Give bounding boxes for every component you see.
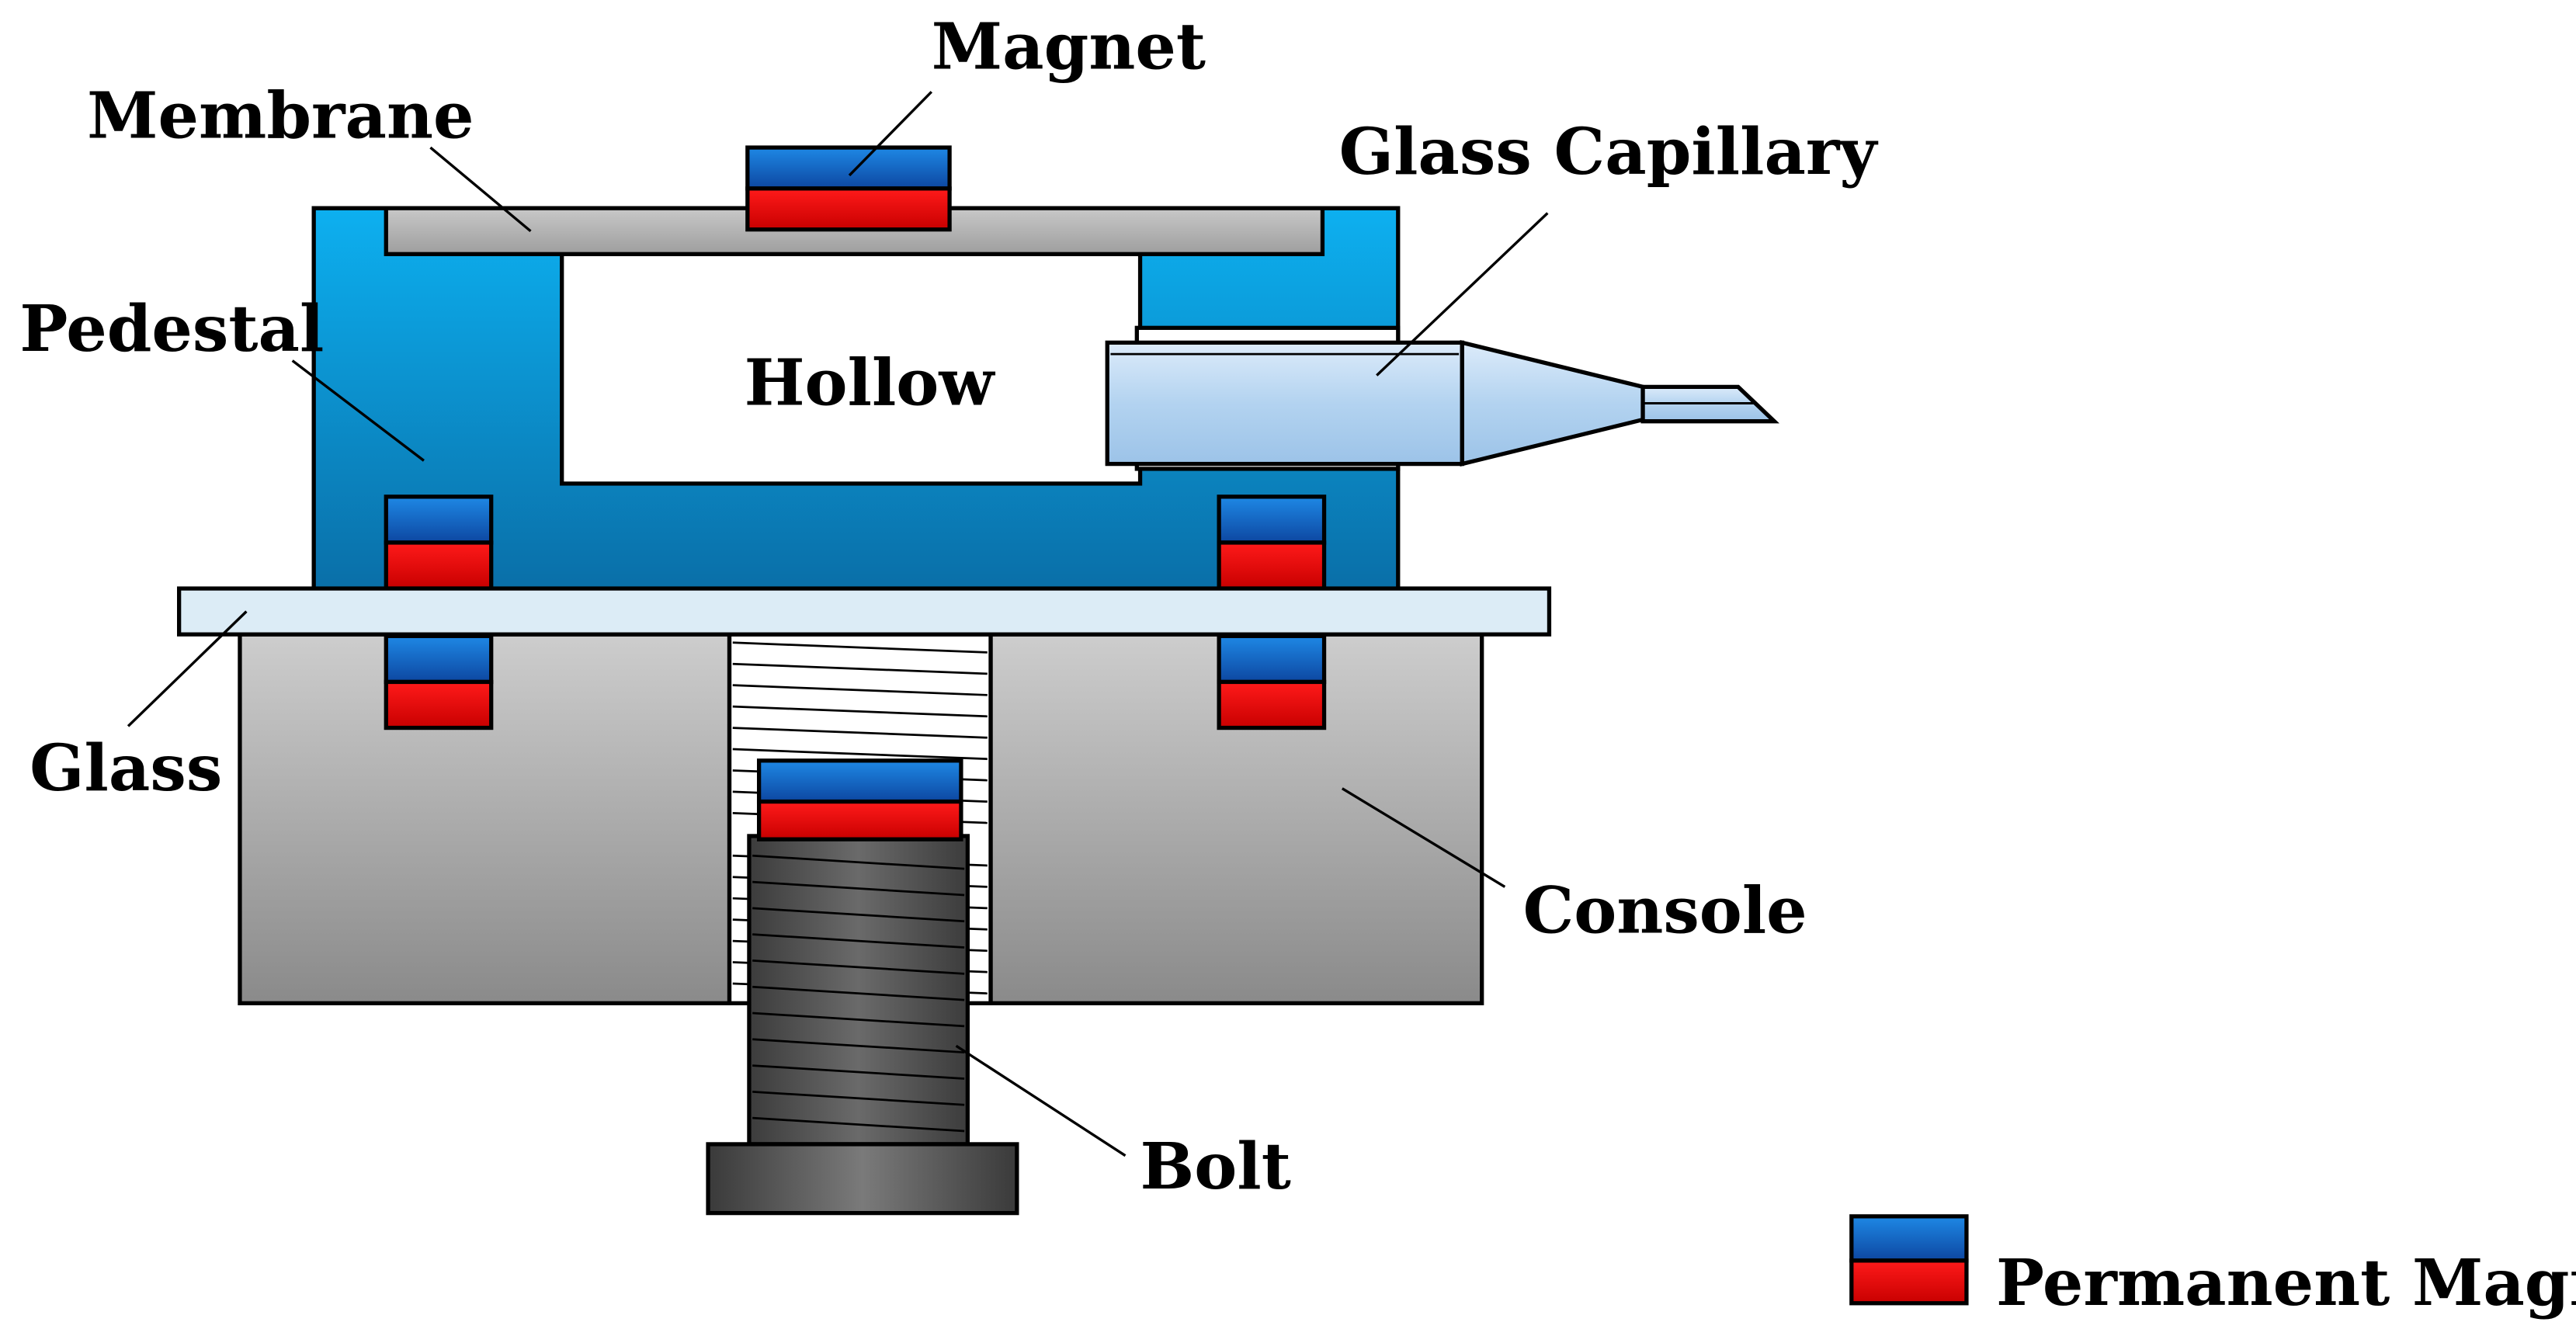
label-glass: Glass: [30, 731, 222, 806]
top-magnet: [745, 145, 952, 232]
glass-plate: [177, 586, 1552, 637]
leader-bolt: [955, 1044, 1127, 1157]
label-bolt: Bolt: [1140, 1130, 1291, 1204]
leader-pedestal: [291, 359, 425, 462]
label-magnet: Magnet: [932, 10, 1206, 85]
bolt-head: [706, 1142, 1019, 1216]
leader-magnet: [848, 91, 933, 177]
label-membrane: Membrane: [87, 78, 474, 153]
label-console: Console: [1523, 874, 1807, 949]
legend: Permanent Magnet: [1849, 1214, 2576, 1320]
hollow-cavity: [560, 252, 1143, 486]
pedestal-magnet-right: [1217, 494, 1327, 591]
glass-capillary: [1105, 339, 1779, 467]
label-glass-capillary: Glass Capillary: [1339, 115, 1879, 189]
bolt-threads: [752, 854, 965, 1133]
label-hollow: Hollow: [745, 346, 996, 421]
leader-glass-capillary: [1376, 212, 1549, 377]
pedestal-magnet-left: [384, 494, 494, 591]
leader-lines: [127, 91, 1549, 1157]
leader-membrane: [429, 146, 532, 233]
legend-magnet-swatch: [1849, 1214, 1969, 1306]
leader-glass: [127, 610, 248, 727]
console-magnet-left: [384, 633, 494, 730]
bolt: [706, 834, 1019, 1216]
leader-console: [1341, 787, 1506, 888]
bolt-magnet: [756, 758, 963, 842]
label-pedestal: Pedestal: [19, 292, 324, 366]
legend-label: Permanent Magnet: [1996, 1246, 2576, 1320]
console-magnet-right: [1217, 633, 1327, 730]
